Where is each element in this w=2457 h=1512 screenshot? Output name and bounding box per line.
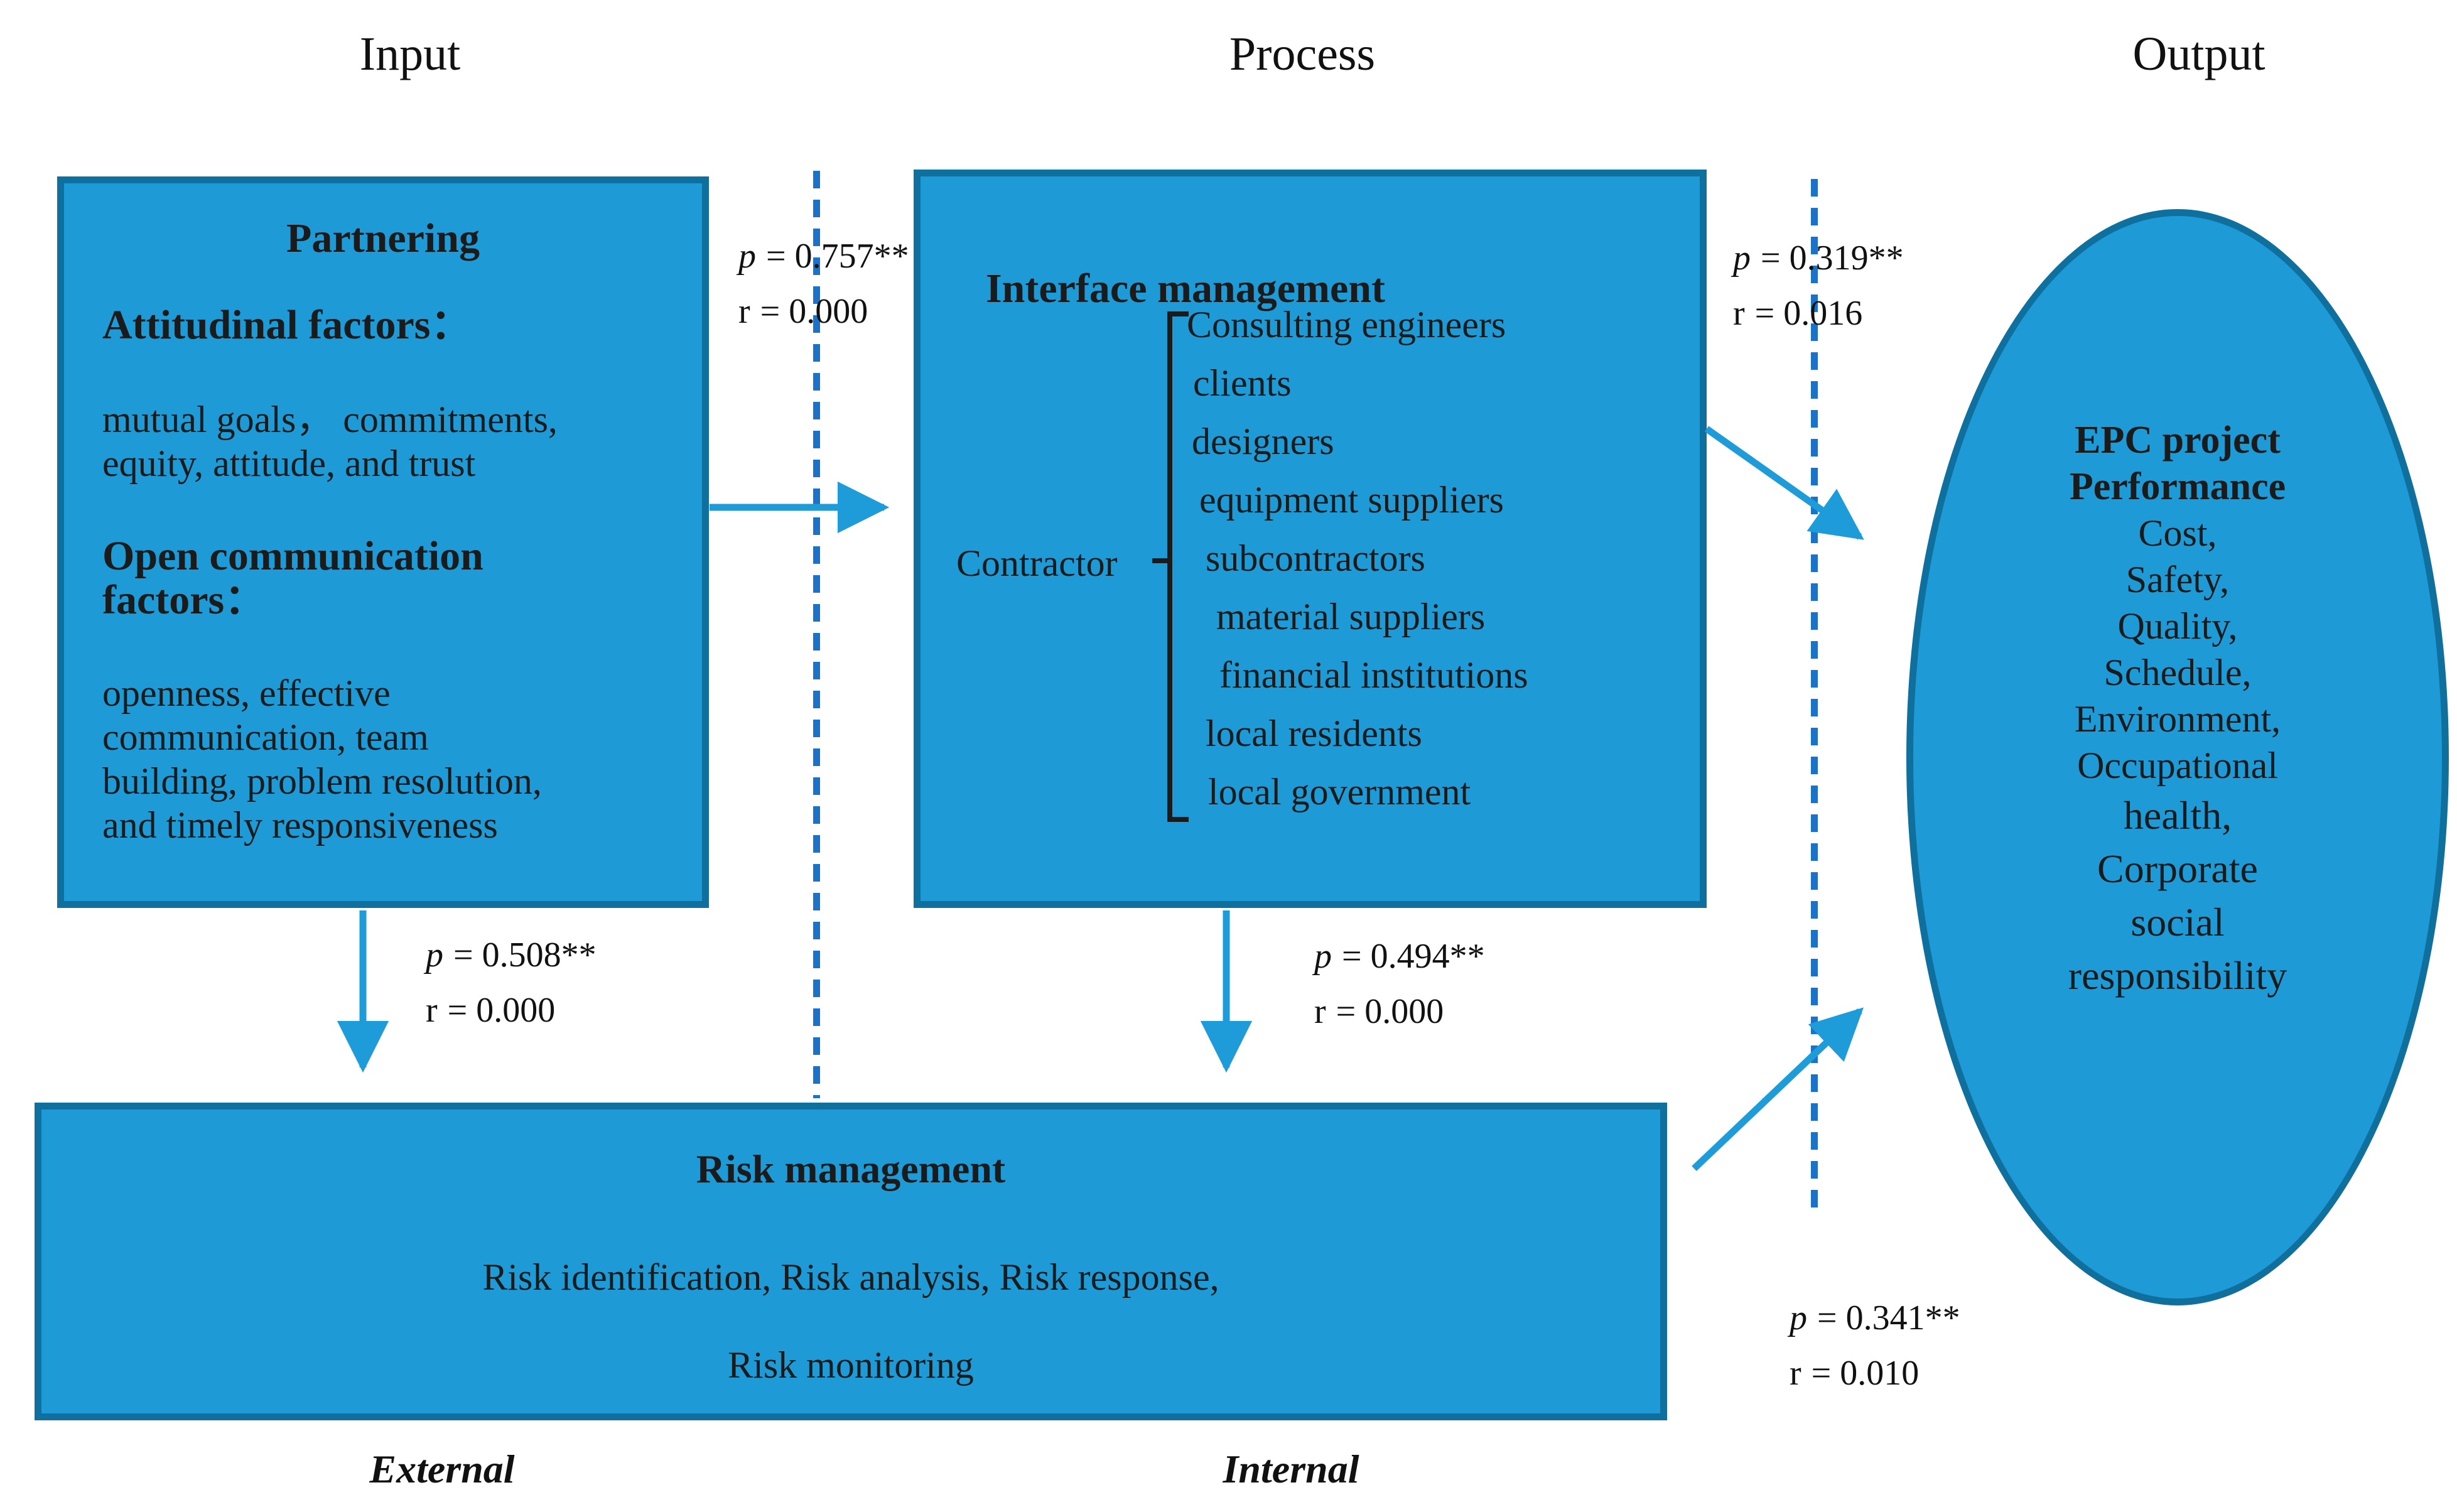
- performance-item: Schedule,: [2103, 652, 2252, 693]
- stakeholder-item: equipment suppliers: [1199, 479, 1504, 521]
- lane-label-output: Output: [2132, 28, 2265, 80]
- stat-p-symbol: p: [1314, 937, 1332, 976]
- performance-item: Occupational: [2077, 745, 2278, 786]
- contractor-label: Contractor: [956, 543, 1118, 584]
- stakeholder-item: clients: [1193, 362, 1292, 404]
- divider-process-output: [1811, 179, 1818, 1211]
- stakeholder-item: financial institutions: [1219, 654, 1528, 696]
- stat-r-symbol: r: [1790, 1354, 1801, 1393]
- epc-performance-title-line: EPC project: [2075, 419, 2281, 462]
- stat-r-symbol: r: [1314, 992, 1326, 1031]
- arrow-interface-to-performance: [1704, 426, 1864, 540]
- open-heading-line: Open communication: [102, 533, 483, 579]
- external-label: External: [369, 1447, 515, 1491]
- stat-r-value: = 0.000: [447, 991, 556, 1030]
- stat-p-symbol: p: [426, 936, 443, 975]
- stakeholder-item: local government: [1208, 771, 1471, 813]
- epc-performance-title-line: Performance: [2069, 465, 2286, 508]
- attitudinal-line: mutual goals， commitments,: [102, 399, 558, 440]
- contractor-bracket: [1152, 311, 1189, 822]
- stat-r-value: = 0.000: [760, 292, 868, 331]
- interface-management-box: Interface management Contractor Consulti…: [914, 170, 1707, 908]
- stat-risk-to-performance: p = 0.341** r = 0.010: [1790, 1290, 1960, 1401]
- stat-interface-to-performance: p = 0.319** r= 0.016: [1733, 230, 1904, 341]
- stakeholder-list: Consulting engineers clients designers e…: [1187, 296, 1528, 821]
- arrow-risk-to-performance: [1692, 1007, 1864, 1171]
- attitudinal-factors-text: mutual goals， commitments, equity, attit…: [102, 397, 558, 485]
- performance-item: Safety,: [2125, 559, 2230, 600]
- stat-p-value: = 0.757**: [766, 237, 909, 276]
- stakeholder-item: designers: [1192, 421, 1334, 462]
- divider-input-process: [813, 171, 820, 1098]
- attitudinal-factors-heading: Attitudinal factors：: [102, 302, 472, 348]
- interface-management-title: Interface management: [986, 266, 1385, 311]
- performance-item: health,: [2123, 793, 2232, 838]
- open-communication-heading: Open communication factors：: [102, 534, 483, 622]
- risk-management-title: Risk management: [696, 1147, 1006, 1191]
- open-heading-line: factors：: [102, 577, 266, 623]
- stat-p-value: = 0.319**: [1761, 239, 1904, 278]
- open-text-line: openness, effective: [102, 672, 391, 714]
- stat-p-value: = 0.341**: [1817, 1299, 1960, 1337]
- open-text-line: and timely responsiveness: [102, 804, 498, 846]
- stat-interface-to-risk: p = 0.494** r = 0.000: [1314, 929, 1485, 1039]
- performance-item: responsibility: [2068, 953, 2287, 998]
- attitudinal-line: equity, attitude, and trust: [102, 443, 476, 484]
- stat-p-symbol: p: [738, 237, 756, 276]
- stakeholder-item: material suppliers: [1216, 596, 1486, 637]
- lane-label-process: Process: [1229, 28, 1376, 80]
- partnering-title: Partnering: [286, 215, 480, 261]
- stat-partnering-to-interface: p = 0.757** r = 0.000: [738, 229, 909, 339]
- open-text-line: communication, team: [102, 716, 429, 758]
- internal-label: Internal: [1223, 1447, 1359, 1491]
- performance-item: Environment,: [2074, 698, 2281, 740]
- epc-performance-text: EPC project Performance Cost, Safety, Qu…: [1958, 417, 2397, 1002]
- performance-item: Quality,: [2117, 605, 2238, 647]
- stakeholder-item: subcontractors: [1206, 537, 1425, 579]
- epc-performance-ellipse: [1906, 209, 2449, 1305]
- stakeholder-item: Consulting engineers: [1187, 304, 1506, 345]
- stat-p-symbol: p: [1790, 1299, 1807, 1337]
- stat-p-symbol: p: [1733, 239, 1751, 278]
- risk-monitoring-line: Risk monitoring: [728, 1344, 974, 1386]
- open-text-line: building, problem resolution,: [102, 760, 542, 802]
- partnering-box: Partnering Attitudinal factors： mutual g…: [57, 176, 709, 908]
- performance-item: Corporate: [2097, 846, 2258, 891]
- stat-p-value: = 0.494**: [1342, 937, 1485, 976]
- stat-r-symbol: r: [426, 991, 438, 1030]
- performance-item: social: [2130, 900, 2225, 944]
- stat-r-symbol: r: [1733, 294, 1745, 333]
- open-communication-text: openness, effective communication, team …: [102, 671, 542, 847]
- stat-r-value: = 0.016: [1754, 294, 1863, 333]
- stat-r-value: = 0.000: [1336, 992, 1444, 1031]
- stat-p-value: = 0.508**: [453, 936, 597, 975]
- stat-partnering-to-risk: p = 0.508** r= 0.000: [426, 927, 597, 1038]
- lane-label-input: Input: [359, 28, 461, 80]
- stat-r-symbol: r: [738, 292, 750, 331]
- risk-management-box: Risk management Risk identification, Ris…: [35, 1103, 1667, 1420]
- performance-item: Cost,: [2138, 512, 2217, 554]
- stakeholder-item: local residents: [1206, 713, 1422, 754]
- stat-r-value: = 0.010: [1811, 1354, 1920, 1393]
- risk-process-line: Risk identification, Risk analysis, Risk…: [482, 1256, 1219, 1298]
